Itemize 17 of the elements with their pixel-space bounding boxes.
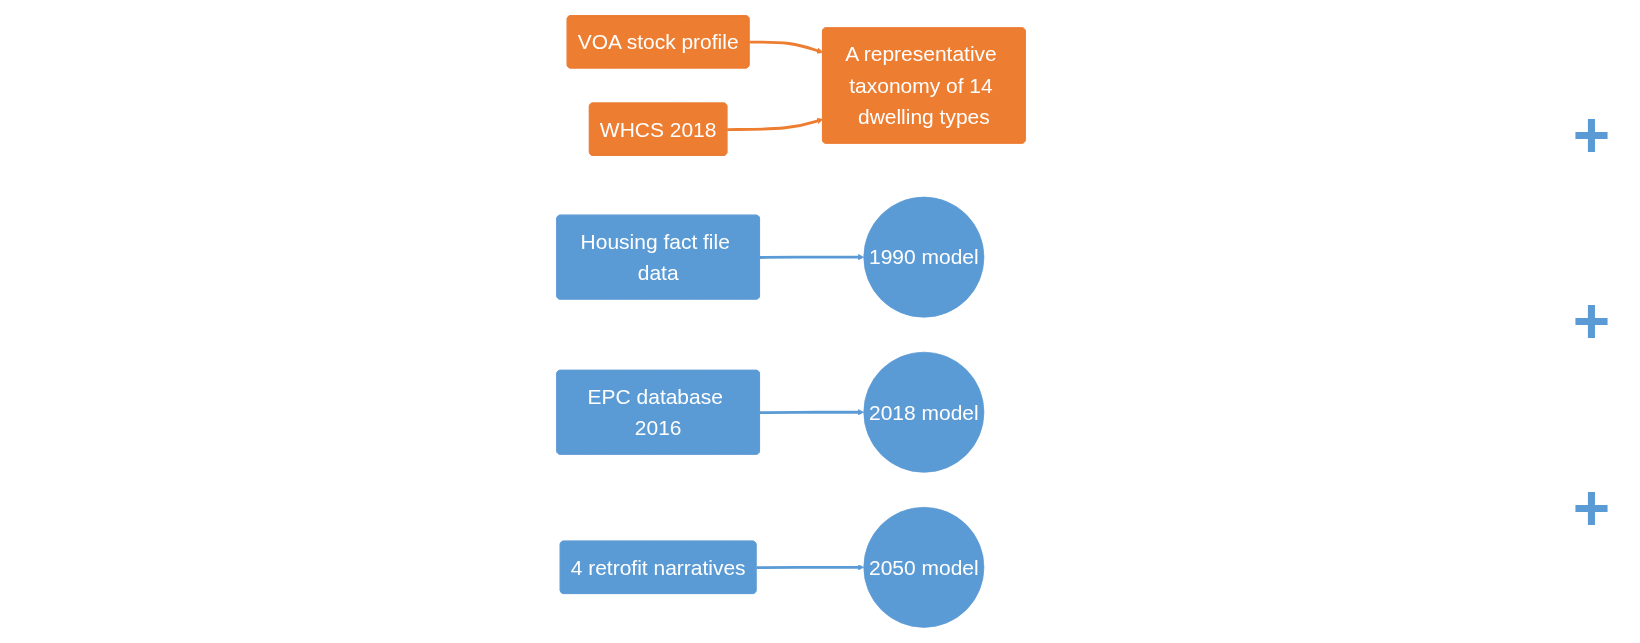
plus-sign: +	[1572, 476, 1610, 541]
arrow	[756, 564, 865, 571]
process-box: Housing fact file data	[556, 214, 761, 300]
arrow	[760, 409, 865, 416]
arrow	[760, 254, 865, 261]
process-box: A representative taxonomy of 14 dwelling types	[822, 27, 1026, 144]
process-box: VOA stock profile	[567, 15, 750, 69]
process-box: WHCS 2018	[589, 102, 728, 156]
model-circle: 2050 model	[863, 506, 985, 628]
model-circle: 2018 model	[863, 351, 985, 473]
process-box: EPC database 2016	[556, 369, 761, 455]
arrow	[749, 40, 824, 54]
model-circle: 1990 model	[863, 196, 985, 318]
plus-sign: +	[1572, 289, 1610, 354]
arrow	[727, 117, 824, 131]
process-box: 4 retrofit narratives	[560, 540, 757, 594]
plus-sign: +	[1572, 102, 1610, 167]
